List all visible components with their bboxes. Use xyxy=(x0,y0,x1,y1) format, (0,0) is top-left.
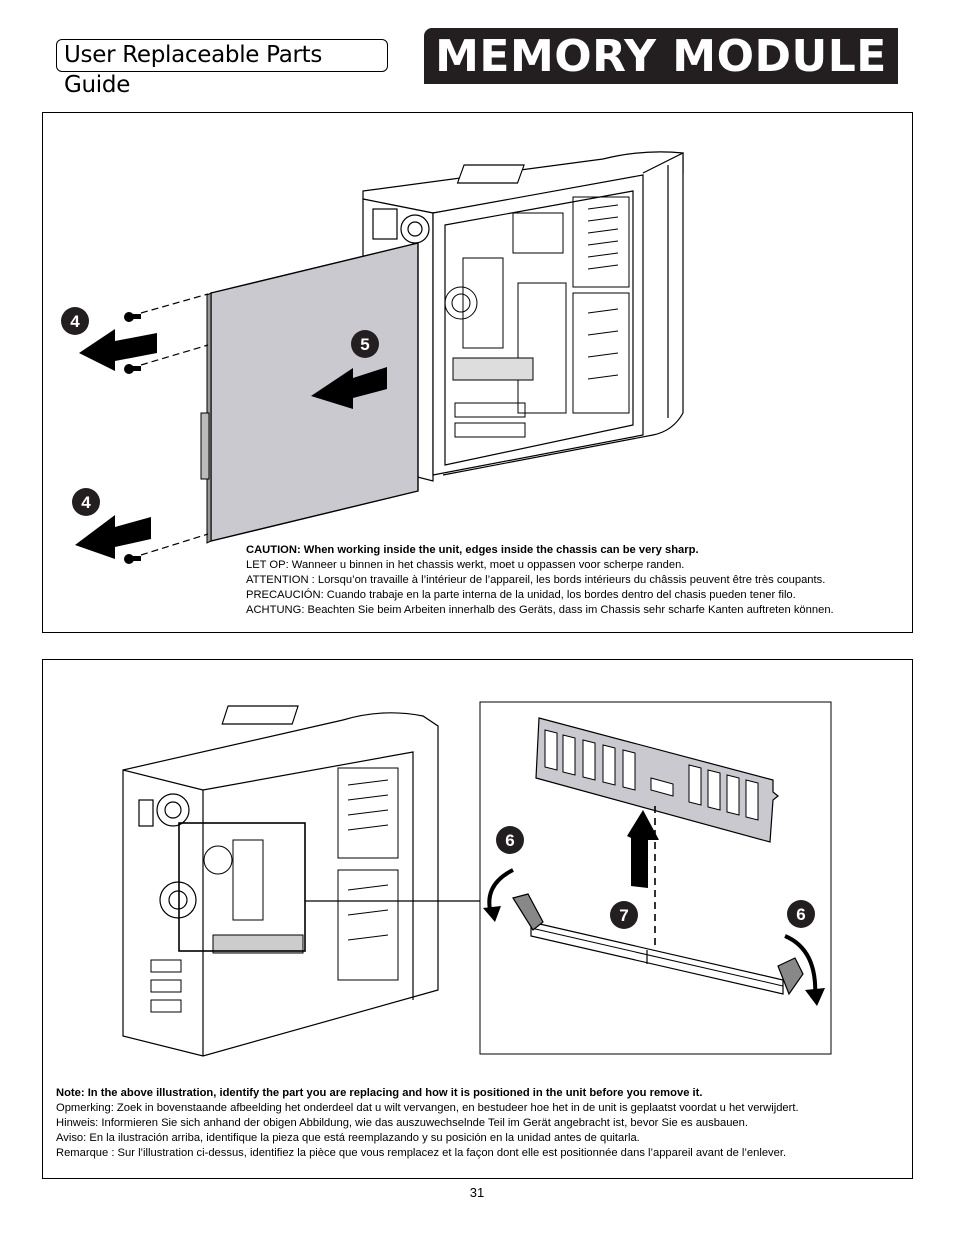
caution-notes: CAUTION: When working inside the unit, e… xyxy=(246,543,834,618)
memory-module-illustration: 6 7 6 xyxy=(122,701,832,1057)
caution-es: PRECAUCIÓN: Cuando trabaje en la parte i… xyxy=(246,589,796,601)
note-nl: Opmerking: Zoek in bovenstaande afbeeldi… xyxy=(56,1102,799,1114)
callout-step-4: 4 xyxy=(81,493,91,512)
callout-step-6: 6 xyxy=(796,905,805,924)
remove-screw-arrow-icon xyxy=(75,515,151,559)
callout-step-5: 5 xyxy=(360,335,369,354)
memory-removal-figure: 6 7 6 Note: In the above illustration, i… xyxy=(42,659,913,1179)
slide-panel-arrow-icon xyxy=(311,367,387,409)
callout-badges xyxy=(61,307,379,516)
page-title: MEMORY MODULE xyxy=(424,28,898,84)
lift-module-arrow-icon xyxy=(627,810,659,888)
caution-nl: LET OP: Wanneer u binnen in het chassis … xyxy=(246,559,685,571)
callout-step-4: 4 xyxy=(70,312,80,331)
access-panel-removal-figure: 4 5 4 CAUTION: When working inside the u… xyxy=(42,112,913,633)
note-es: Aviso: En la ilustración arriba, identif… xyxy=(56,1132,640,1144)
chassis-side-panel-illustration: 4 5 4 xyxy=(61,151,684,564)
callout-step-6: 6 xyxy=(505,831,514,850)
remove-screw-arrow-icon xyxy=(79,329,157,371)
caution-fr: ATTENTION : Lorsqu’on travaille à l’inté… xyxy=(246,574,826,586)
note-fr: Remarque : Sur l’illustration ci-dessus,… xyxy=(56,1147,787,1159)
caution-de: ACHTUNG: Beachten Sie beim Arbeiten inne… xyxy=(246,604,834,616)
note-en: Note: In the above illustration, identif… xyxy=(56,1087,703,1099)
memory-notes: Note: In the above illustration, identif… xyxy=(56,1086,799,1161)
callout-badges xyxy=(496,826,815,929)
callout-step-7: 7 xyxy=(619,906,628,925)
guide-label: User Replaceable Parts Guide xyxy=(56,39,388,98)
page-number: 31 xyxy=(469,1185,485,1200)
note-de: Hinweis: Informieren Sie sich anhand der… xyxy=(56,1117,748,1129)
caution-en: CAUTION: When working inside the unit, e… xyxy=(246,544,699,556)
